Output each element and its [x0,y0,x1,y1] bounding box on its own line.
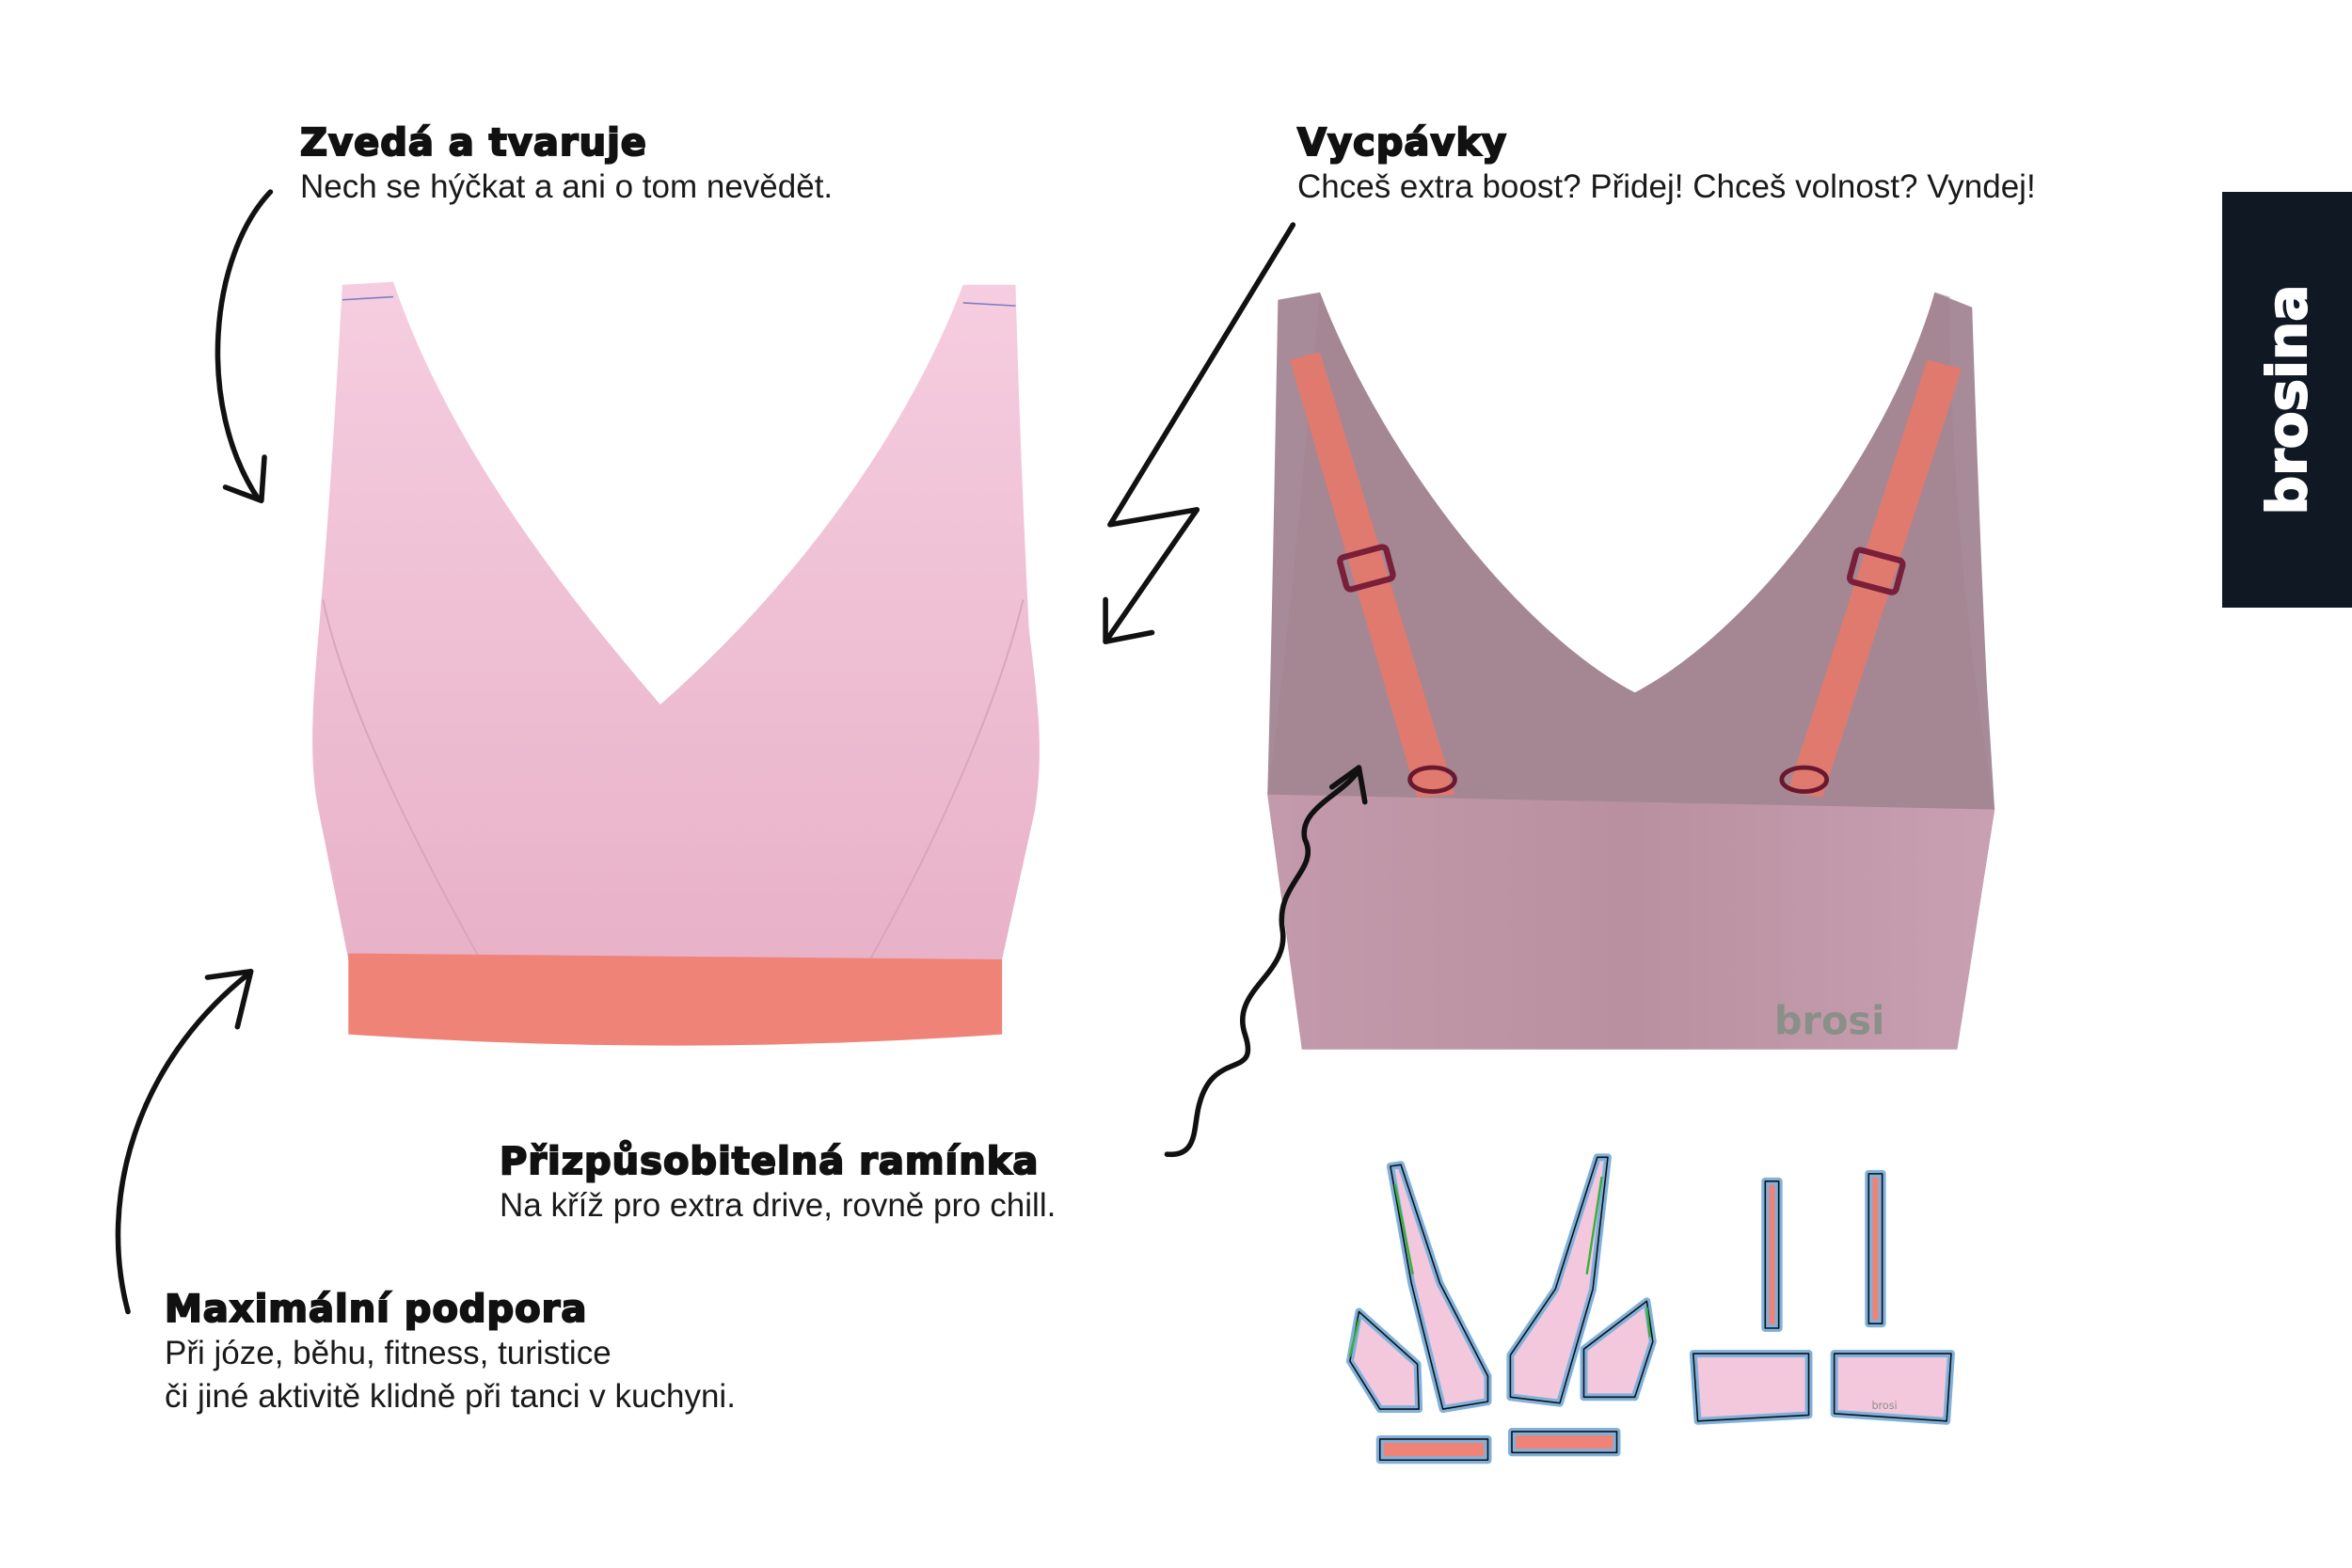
brand-logo: brosina [2254,284,2320,516]
feature-adjustable-straps: Přizpůsobitelná ramínka Na kříž pro extr… [499,1139,1057,1227]
feature-title: Maximální podpora [164,1287,588,1332]
zigzag-arrow-icon [1103,222,1296,644]
arrowhead-icon [1103,596,1155,644]
feature-title: Přizpůsobitelná ramínka [499,1139,1040,1184]
feature-lift-shape: Zvedá a tvaruje Nech se hýčkat a ani o t… [299,120,834,209]
feature-text: Nech se hýčkat a ani o tom nevědět. [300,168,834,205]
sewing-pattern-pieces: brosi [1345,1153,1955,1465]
arrows [115,189,1368,1315]
feature-text: Na kříž pro extra drive, rovně pro chill… [500,1187,1057,1224]
brand-tab: brosina [2222,192,2352,608]
feature-text: Chceš extra boost? Přidej! Chceš volnost… [1297,168,2036,205]
product-logo: brosi [1774,999,1884,1044]
front-bra-image [312,281,1040,1046]
feature-max-support: Maximální podpora Při józe, běhu, fitnes… [164,1287,736,1418]
wavy-arrow-icon [1164,768,1360,1157]
arrow-icon [115,972,251,1315]
back-bra-image: brosi [1267,292,1995,1050]
feature-title: Vycpávky [1296,120,1508,166]
feature-title: Zvedá a tvaruje [299,120,647,166]
arrowhead-icon [204,968,254,1030]
arrow-icon [215,189,274,502]
feature-text-line: Při józe, běhu, fitness, turistice [165,1335,612,1371]
feature-text-line: či jiné aktivitě klidně při tanci v kuch… [165,1378,736,1415]
arrowhead-icon [222,454,267,504]
feature-padding: Vycpávky Chceš extra boost? Přidej! Chce… [1296,120,2036,209]
arrowhead-icon [1328,765,1368,805]
pattern-logo: brosi [1871,1400,1897,1412]
